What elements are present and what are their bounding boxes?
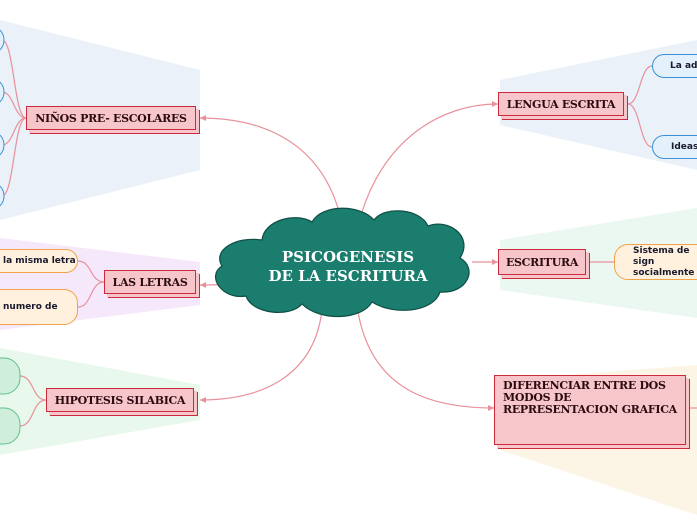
leaf-hipotesis-2[interactable] xyxy=(0,407,21,445)
leaf-ninos-4[interactable] xyxy=(0,182,5,210)
topic-ninos-preescolares[interactable]: NIÑOS PRE- ESCOLARES xyxy=(26,106,196,130)
leaf-ninos-3[interactable] xyxy=(0,131,5,159)
leaf-text: La ade xyxy=(670,61,697,71)
zone-escritura xyxy=(500,208,697,318)
sub-branch xyxy=(19,399,47,427)
arrow-head xyxy=(200,282,206,288)
leaf-escritura-sistema[interactable]: Sistema de sign socialmente xyxy=(614,244,697,280)
leaf-text: numero de xyxy=(3,302,58,312)
branch-lengua xyxy=(361,103,499,213)
sub-branch xyxy=(627,65,653,105)
central-topic-title: PSICOGENESIS DE LA ESCRITURA xyxy=(268,248,428,285)
leaf-ninos-1[interactable] xyxy=(0,26,5,54)
sub-branch xyxy=(1,117,27,197)
sub-branch xyxy=(627,103,653,148)
leaf-ninos-2[interactable] xyxy=(0,78,5,106)
sub-branch xyxy=(1,39,27,119)
leaf-lengua-ideas[interactable]: Ideas xyxy=(652,135,697,159)
topic-escritura[interactable]: ESCRITURA xyxy=(498,249,586,275)
branch-ninos xyxy=(199,117,341,216)
topic-hipotesis-silabica[interactable]: HIPOTESIS SILABICA xyxy=(46,388,194,412)
topic-lengua-escrita[interactable]: LENGUA ESCRITA xyxy=(498,92,624,116)
leaf-text: Ideas xyxy=(671,142,697,152)
sub-branch xyxy=(77,281,105,308)
leaf-letras-numero[interactable]: numero de xyxy=(0,289,78,325)
arrow-head xyxy=(492,101,498,107)
leaf-lengua-adecuada[interactable]: La ade xyxy=(652,54,697,78)
branch-diferenciar xyxy=(357,311,495,409)
branch-hipotesis xyxy=(199,309,323,401)
leaf-text: Sistema de sign socialmente xyxy=(633,245,695,278)
leaf-letras-misma-letra[interactable]: la misma letra xyxy=(0,249,78,273)
sub-branch xyxy=(77,260,105,283)
leaf-text: la misma letra xyxy=(3,256,76,266)
topic-las-letras[interactable]: LAS LETRAS xyxy=(104,270,196,294)
sub-branch xyxy=(19,375,47,401)
topic-diferenciar-modos[interactable]: DIFERENCIAR ENTRE DOS MODOS DE REPRESENT… xyxy=(494,375,686,445)
sub-branch xyxy=(1,91,27,119)
arrow-head xyxy=(200,115,206,121)
arrow-head xyxy=(200,397,206,403)
arrow-head xyxy=(488,405,494,411)
arrow-head xyxy=(492,259,498,265)
leaf-hipotesis-1[interactable] xyxy=(0,357,21,395)
central-cloud[interactable] xyxy=(215,207,470,318)
